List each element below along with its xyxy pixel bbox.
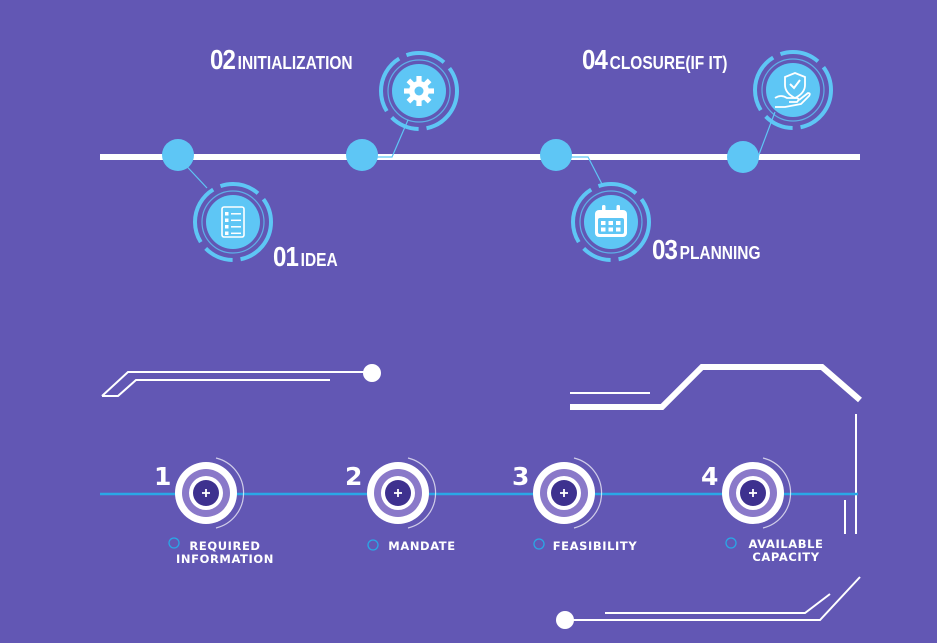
step-node-4 [722,457,792,529]
step-node-1 [175,457,245,529]
gear-icon [404,76,434,106]
timeline-dot-01 [162,139,194,171]
decor-bottom-right [565,576,861,621]
plus-icon [202,489,210,497]
phase-badge-01 [193,182,273,262]
step-node-3 [533,457,603,529]
timeline-dot-04 [727,141,759,173]
phase-badge-02 [379,51,459,131]
phase-badge-03 [571,182,651,262]
document-checklist-icon [221,206,245,238]
decor-dot-top [363,364,381,382]
step-label-2: MANDATE [388,539,456,553]
calendar-icon [595,205,627,237]
step-number-2: 2 [345,462,363,491]
bullet-icon [168,537,180,549]
phase-badge-04 [753,50,833,130]
decor-right-frame [570,364,862,534]
step-number-3: 3 [512,462,530,491]
bullet-icon [367,539,379,551]
decor-dot-bottom [556,611,574,629]
step-node-2 [367,457,437,529]
bullet-icon [533,538,545,550]
plus-icon [394,489,402,497]
bullet-icon [725,537,737,549]
plus-icon [749,489,757,497]
plus-icon [560,489,568,497]
step-label-3: FEASIBILITY [552,539,638,553]
timeline-dot-02 [346,139,378,171]
decor-top-left [101,371,372,397]
step-number-1: 1 [154,462,172,491]
timeline-dot-03 [540,139,572,171]
step-number-4: 4 [701,462,719,491]
hand-shield-icon [774,72,811,108]
